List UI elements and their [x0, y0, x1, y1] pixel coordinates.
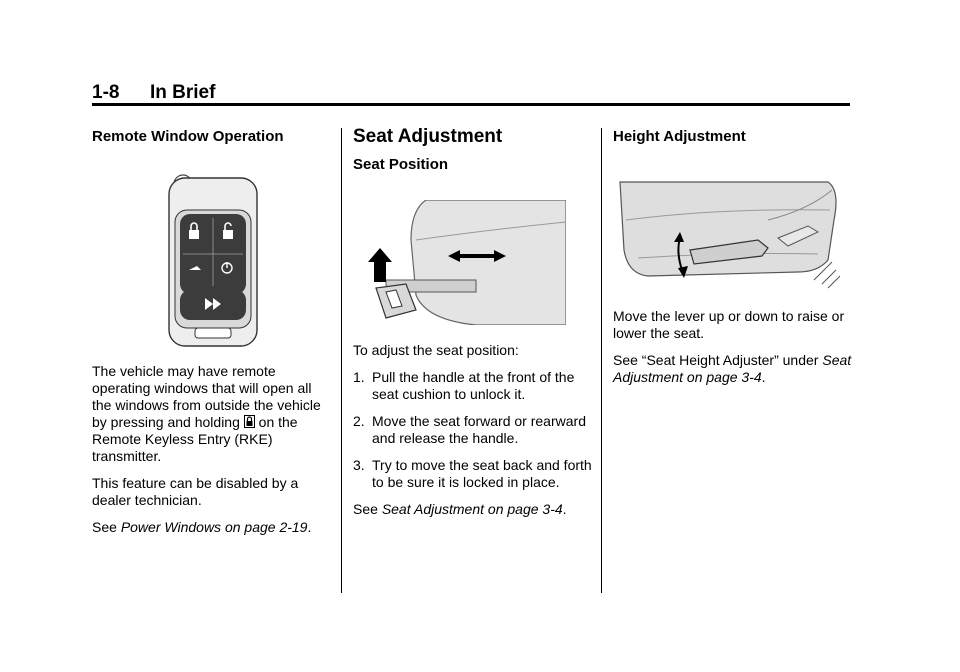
see-suffix: .	[761, 369, 766, 385]
see-prefix: See	[92, 519, 117, 535]
step-text: Try to move the seat back and forth to b…	[372, 457, 592, 490]
step-item: 1. Pull the handle at the front of the se…	[353, 369, 593, 403]
height-adjustment-desc: Move the lever up or down to raise or lo…	[613, 308, 845, 341]
column-divider	[341, 128, 342, 593]
step-item: 2. Move the seat forward or rearward and …	[353, 413, 593, 447]
step-item: 3. Try to move the seat back and forth to…	[353, 457, 593, 491]
page-header: 1-8 In Brief	[92, 82, 850, 106]
window-lock-icon	[243, 415, 255, 428]
disable-note: This feature can be disabled by a dealer…	[92, 475, 299, 508]
seat-height-illustration	[618, 180, 840, 292]
remote-window-heading: Remote Window Operation	[92, 128, 284, 145]
see-prefix: See “Seat Height Adjuster” under	[613, 352, 819, 368]
section-title: In Brief	[150, 82, 216, 103]
seat-position-subheading: Seat Position	[353, 156, 449, 173]
seat-adjustment-heading: Seat Adjustment	[353, 126, 503, 147]
height-adjustment-heading: Height Adjustment	[613, 128, 746, 145]
see-prefix: See	[353, 501, 378, 517]
column-height-adjustment: Height Adjustment	[613, 128, 853, 145]
page-number: 1-8	[92, 82, 120, 103]
step-text: Move the seat forward or rearward and re…	[372, 413, 586, 446]
seat-adjustment-link[interactable]: Seat Adjustment on page 3-4	[613, 352, 852, 385]
column-seat-adjustment: Seat Adjustment Seat Position	[353, 126, 593, 173]
seat-position-illustration	[366, 200, 566, 325]
step-number: 2.	[353, 413, 365, 429]
seat-position-text: To adjust the seat position: 1. Pull the …	[353, 342, 593, 518]
remote-window-text: The vehicle may have remote operating wi…	[92, 363, 332, 536]
seat-adjustment-link[interactable]: Seat Adjustment on page 3-4	[381, 501, 563, 517]
step-number: 1.	[353, 369, 365, 385]
key-fob-icon	[168, 174, 258, 347]
seat-position-intro: To adjust the seat position:	[353, 342, 519, 358]
header-rule	[92, 103, 850, 106]
remote-window-desc-cont: on the Remote Keyless Entry (RKE) transm…	[92, 414, 298, 464]
column-remote-window: Remote Window Operation	[92, 128, 332, 145]
column-divider	[601, 128, 602, 593]
power-windows-link[interactable]: Power Windows on page 2-19	[120, 519, 308, 535]
see-suffix: .	[562, 501, 567, 517]
see-suffix: .	[307, 519, 312, 535]
seat-position-steps: 1. Pull the handle at the front of the se…	[353, 369, 593, 491]
step-number: 3.	[353, 457, 365, 473]
remote-window-desc: The vehicle may have remote operating wi…	[92, 363, 321, 430]
height-adjustment-text: Move the lever up or down to raise or lo…	[613, 308, 853, 386]
step-text: Pull the handle at the front of the seat…	[372, 369, 575, 402]
